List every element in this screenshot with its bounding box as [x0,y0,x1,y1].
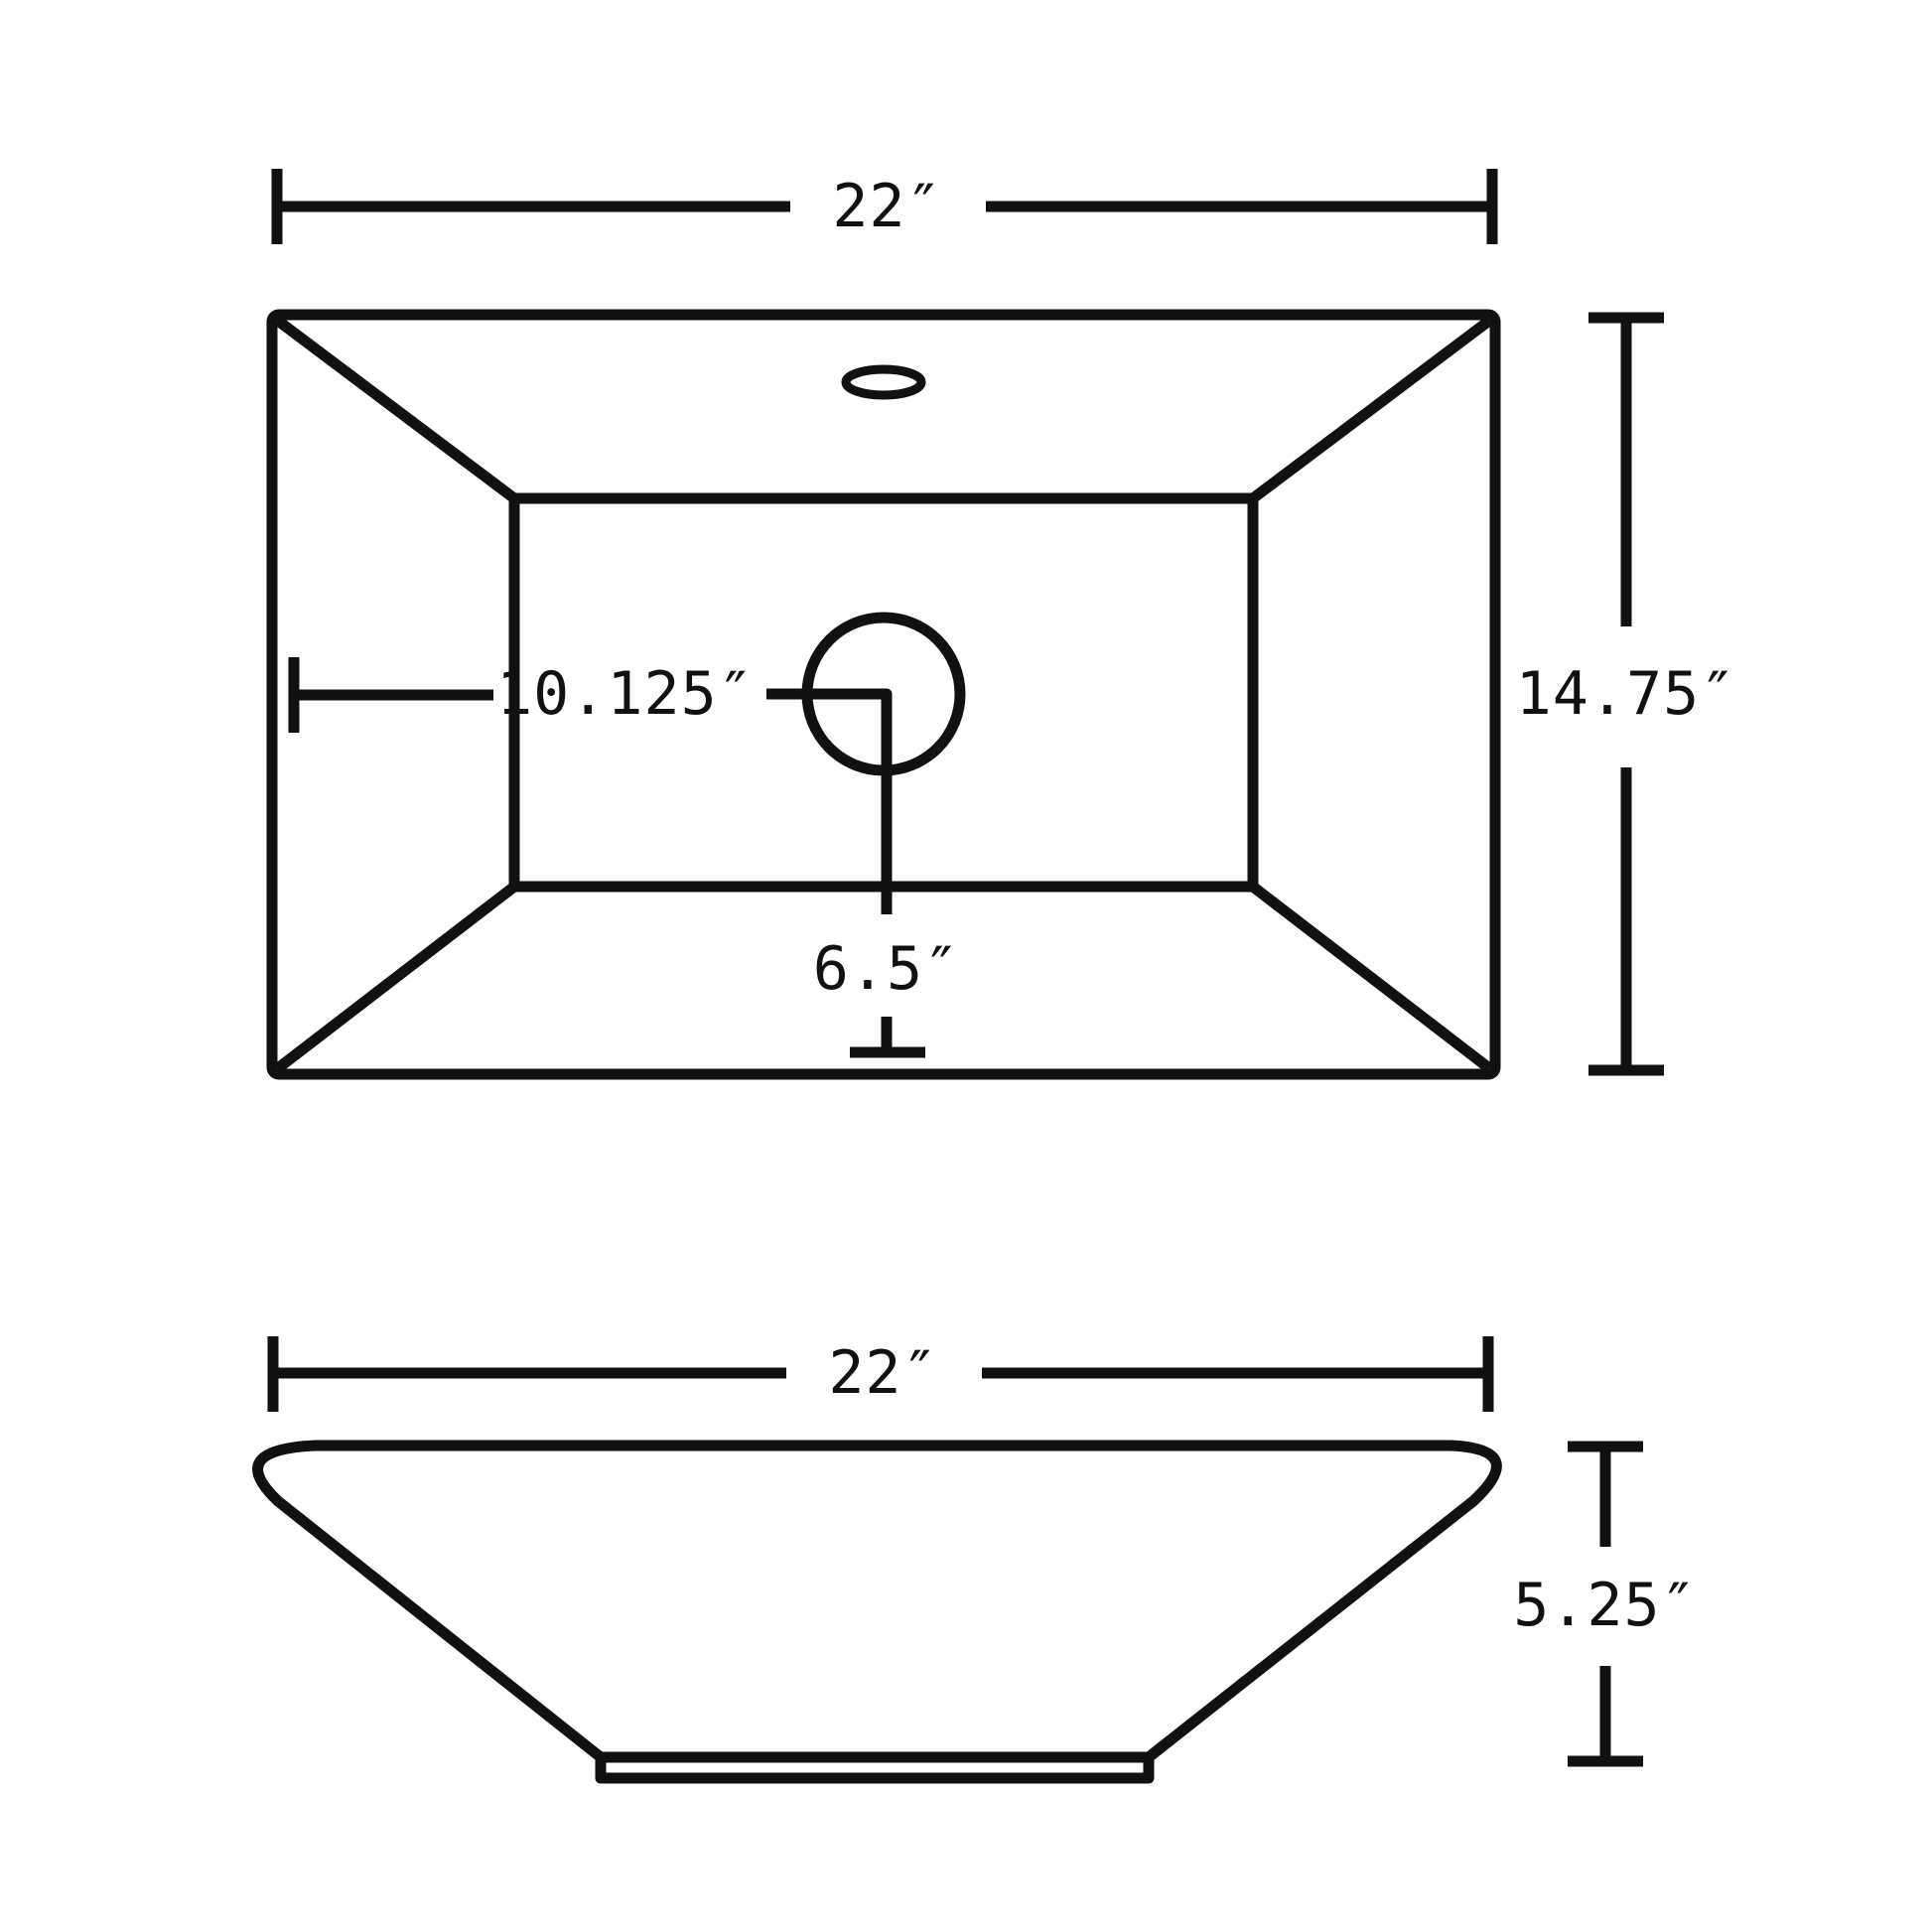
side-width-dimension [267,1336,1494,1412]
drain-front-label: 6.5″ [813,934,961,1004]
basin-corner-lines [274,316,1493,1073]
drain-center-leaders [766,688,893,914]
side-height-label: 5.25″ [1513,1571,1698,1640]
side-height-dimension [1568,1441,1643,1767]
top-width-label: 22″ [832,172,942,241]
drain-side-label: 10.125″ [496,659,755,729]
faucet-hole-icon [841,364,926,400]
drain-front-dimension [850,1017,925,1058]
sink-side-profile [252,1440,1502,1784]
sink-outer-rim [266,309,1501,1080]
top-height-label: 14.75″ [1516,659,1737,729]
top-height-dimension [1588,312,1664,1076]
side-width-label: 22″ [828,1338,938,1408]
top-view [266,169,1664,1080]
top-width-dimension [271,169,1498,244]
drain-side-dimension [288,657,493,733]
side-view [252,1336,1643,1784]
